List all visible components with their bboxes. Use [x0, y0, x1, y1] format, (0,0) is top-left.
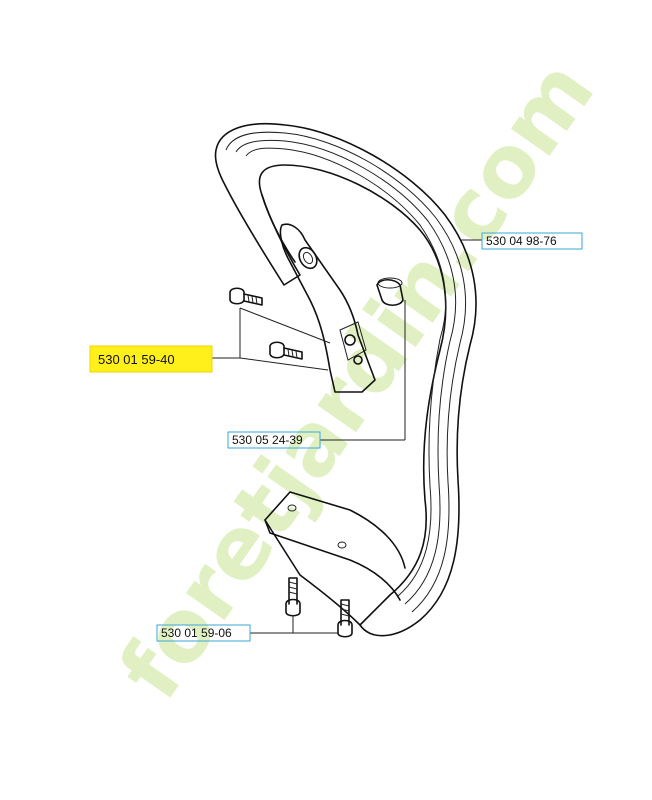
- part-label-bar[interactable]: 530 04 98-76: [481, 232, 583, 250]
- part-label-screw-upper[interactable]: 530 01 59-40: [89, 345, 213, 373]
- part-number-screw-upper: 530 01 59-40: [98, 352, 175, 367]
- screw-lower-right: [337, 599, 353, 638]
- leader-lines: [212, 239, 482, 634]
- watermark-text: foretjardin.com: [100, 43, 614, 717]
- part-label-screw-lower[interactable]: 530 01 59-06: [156, 624, 251, 642]
- screw-upper-bottom: [269, 341, 303, 360]
- watermark: foretjardin.com: [100, 43, 614, 717]
- part-number-screw-lower: 530 01 59-06: [161, 626, 232, 640]
- part-label-bracket[interactable]: 530 05 24-39: [227, 431, 321, 449]
- screw-upper-top: [229, 287, 263, 306]
- part-number-bracket: 530 05 24-39: [232, 433, 303, 447]
- handle-bar: [214, 122, 477, 637]
- bracket: [279, 223, 404, 393]
- part-number-bar: 530 04 98-76: [486, 234, 557, 248]
- screw-lower-left: [285, 577, 301, 617]
